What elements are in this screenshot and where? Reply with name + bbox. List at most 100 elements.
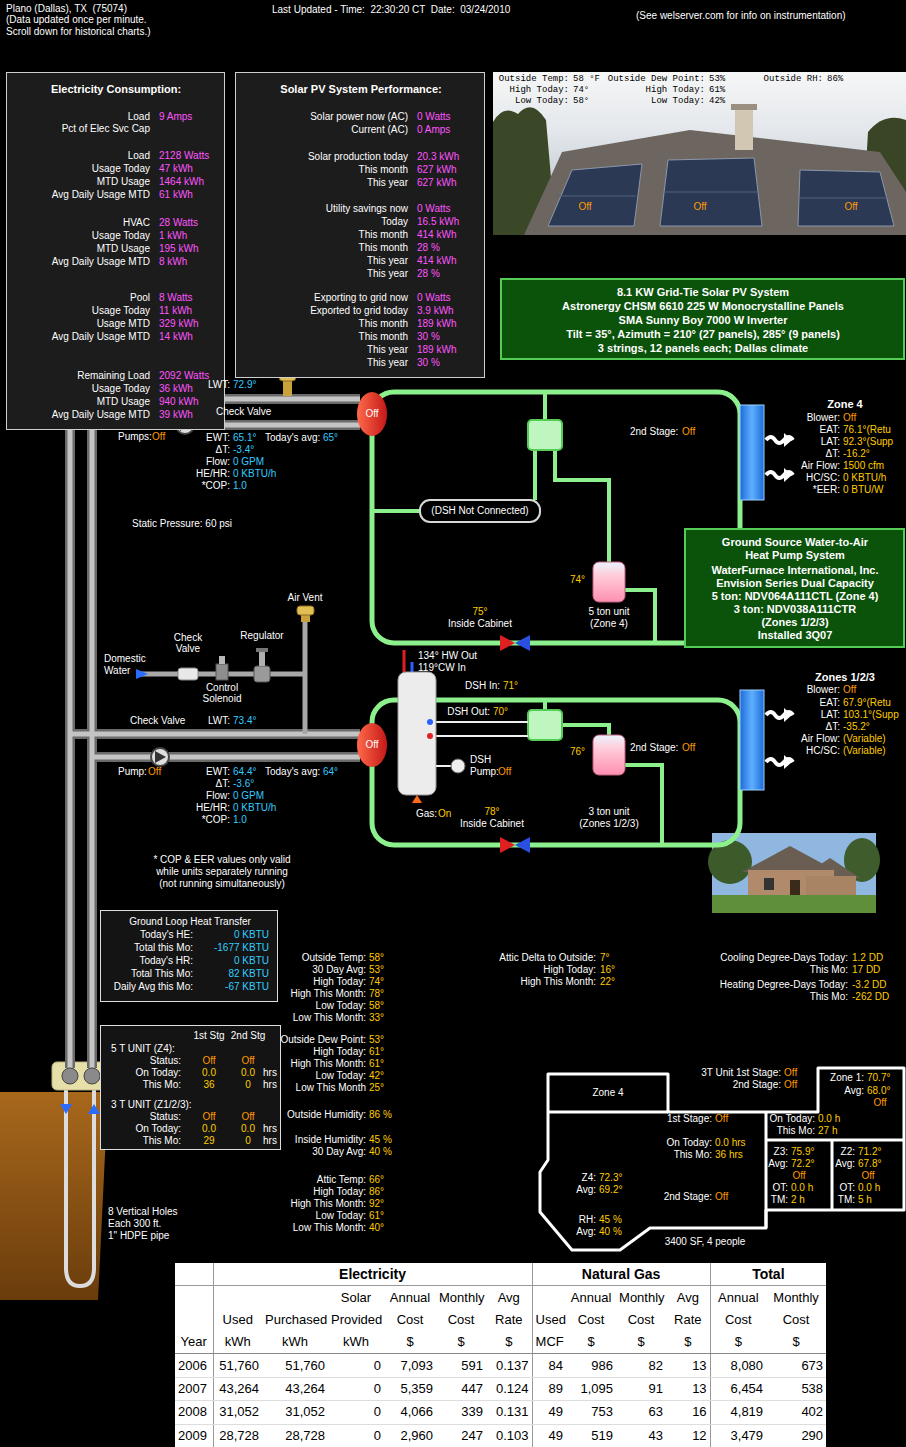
table-cell-text: 82 [649, 1358, 663, 1373]
node-text: Remaining Load [77, 370, 150, 382]
condenser [357, 392, 387, 767]
node-text: Usage MTD [97, 318, 150, 330]
label-text: 72.3° [599, 1172, 622, 1184]
water-pipe [219, 656, 225, 664]
table-cell: $ [766, 1331, 826, 1354]
label-text: 58° [369, 952, 384, 964]
label-text: Inside Humidity: [295, 1134, 366, 1146]
table-cell: $ [436, 1331, 486, 1354]
table-cell: 43 [616, 1424, 666, 1447]
roof-photo [731, 104, 757, 110]
table-cell-text: 753 [591, 1404, 613, 1419]
table-cell: 0.103 [486, 1424, 532, 1447]
node-text: Outside RH: [764, 73, 823, 85]
status-box: 1st Stg2nd Stg5 T UNIT (Z4):Status:OffOf… [100, 1025, 281, 1150]
label-text: 7° [600, 952, 610, 964]
table-cell: 8,080 [710, 1354, 766, 1377]
label-text: Blower: [807, 684, 840, 696]
label-text: 71.2° [858, 1146, 881, 1158]
node-text: Solar power now (AC) [310, 111, 408, 123]
label-text: Flow: [206, 456, 230, 468]
table-cell-text: 673 [801, 1358, 823, 1373]
table-cell-text: 0 [374, 1428, 381, 1443]
node-text: 30 % [417, 331, 440, 343]
node-text: 74° [573, 84, 589, 96]
table-cell-text: 402 [801, 1404, 823, 1419]
label-text: LWT: [208, 715, 230, 727]
table-cell-text: Avg [498, 1290, 520, 1305]
water-pipe [178, 668, 198, 680]
node-text: Today [381, 216, 408, 228]
table-cell: 753 [566, 1401, 616, 1424]
info-box: 8.1 KW Grid-Tie Solar PV SystemAstronerg… [500, 278, 905, 360]
label-text: 78° [484, 806, 499, 818]
label-text: High This Month: [521, 976, 596, 988]
table-cell-text: 43 [649, 1428, 663, 1443]
label-text: 2nd Stage: [630, 742, 678, 754]
label-text: Today's avg: [265, 766, 320, 778]
table-cell-text: 2008 [178, 1404, 207, 1419]
table-cell-text: 0.137 [496, 1358, 529, 1373]
label-text: 40 % [599, 1226, 622, 1238]
node-text: hrs [263, 1135, 277, 1147]
label-text: 74° [570, 574, 585, 586]
label-text: (Zone 4) [590, 618, 628, 630]
refrigerant-loop [528, 420, 562, 450]
table-cell-text: Total [752, 1266, 784, 1282]
label-text: RH: [579, 1214, 596, 1226]
node-text: 1464 kWh [159, 176, 204, 188]
node-text: 8 Watts [159, 292, 193, 304]
label-text: Regulator [240, 630, 283, 642]
node-text: 195 kWh [159, 243, 198, 255]
node-text: Envision Series Dual Capacity [716, 577, 874, 590]
table-cell: 402 [766, 1401, 826, 1424]
table-cell: Monthly [436, 1286, 486, 1309]
table-cell-text: 43,264 [285, 1381, 325, 1396]
water-pipe [216, 664, 228, 680]
table-cell [213, 1286, 262, 1309]
label-text: 2nd Stage: [733, 1079, 781, 1091]
table-cell: kWh [213, 1331, 262, 1354]
table-cell-text: 51,760 [285, 1358, 325, 1373]
node-text: 3.9 kWh [417, 305, 454, 317]
label-text: 3400 SF, 4 people [665, 1236, 746, 1248]
table-cell-text: $ [684, 1334, 691, 1349]
table-cell-text: 91 [649, 1381, 663, 1396]
node-text: Avg Daily Usage MTD [52, 189, 150, 201]
air-vent [279, 368, 314, 622]
node-text: 36 [203, 1079, 214, 1091]
table-cell: $ [384, 1331, 436, 1354]
table-cell-text: Rate [495, 1312, 522, 1327]
table-cell: Avg [486, 1286, 532, 1309]
node-text: Avg Daily Usage MTD [52, 256, 150, 268]
label-text: (Variable) [843, 745, 886, 757]
label-text: Off [715, 1113, 728, 1125]
table-cell-text: 4,819 [731, 1404, 764, 1419]
table-cell-text: 2009 [178, 1428, 207, 1443]
water-heater [427, 719, 433, 725]
node-text: (Zones 1/2/3) [761, 616, 828, 629]
label-text: -16.2° [843, 448, 870, 460]
table-cell-text: 4,066 [400, 1404, 433, 1419]
table-row: ElectricityNatural GasTotal [175, 1263, 826, 1286]
table-cell-text: 247 [461, 1428, 483, 1443]
table-cell: 0 [328, 1401, 384, 1424]
refrigerant-loop [500, 635, 515, 651]
node-text: On Today: [136, 1123, 181, 1135]
table-cell-text: 7,093 [400, 1358, 433, 1373]
table-cell: Cost [384, 1309, 436, 1331]
node-text: Low Today: [515, 95, 569, 107]
table-cell: 2006 [175, 1354, 213, 1377]
node-text: Pct of Elec Svc Cap [62, 123, 150, 135]
node-text: 42% [709, 95, 725, 107]
label-text: * COP & EER values only valid while unit… [147, 854, 297, 890]
node-text: 53% [709, 73, 725, 85]
table-cell: 290 [766, 1424, 826, 1447]
label-text: Low This Month [296, 1082, 366, 1094]
label-text: 71° [503, 680, 518, 692]
node-text: This month [359, 318, 408, 330]
table-cell-text: Cost [397, 1312, 424, 1327]
node-text: Off [202, 1055, 215, 1067]
label-text: DSH In: [465, 680, 500, 692]
table-cell: 91 [616, 1377, 666, 1400]
